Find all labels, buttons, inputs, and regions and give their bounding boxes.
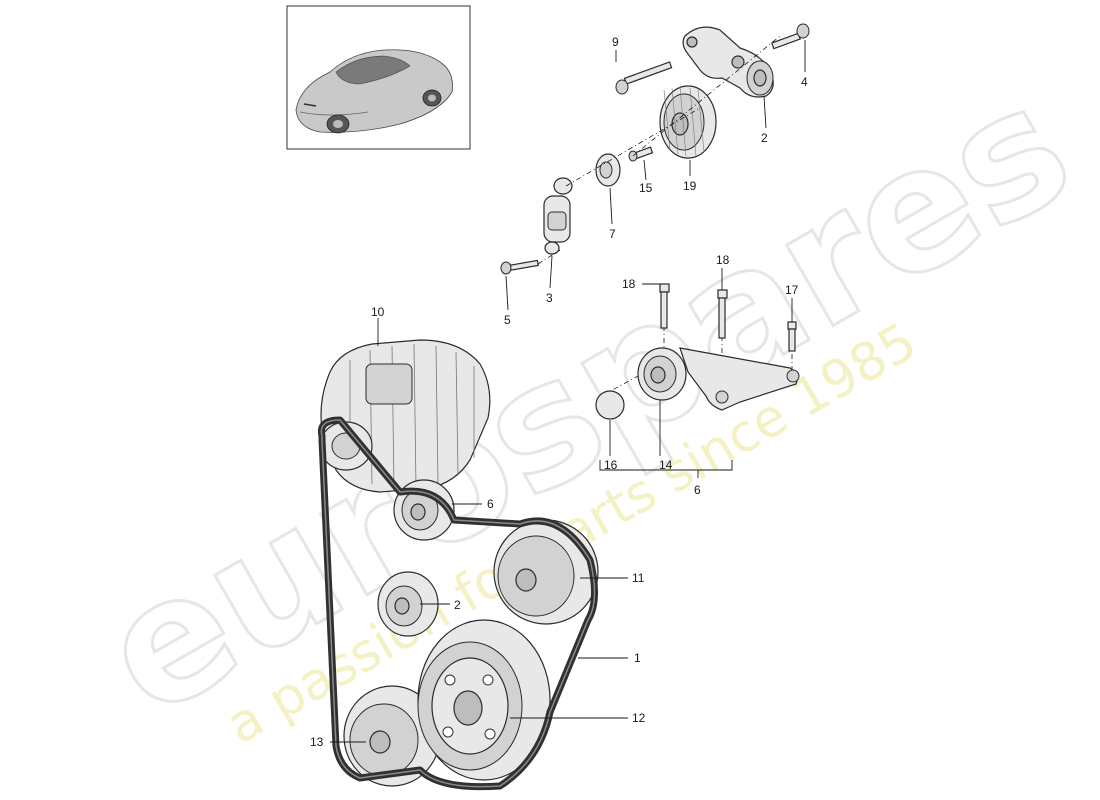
ac-compressor-pulley-part-11 [493, 519, 599, 625]
callout-19: 19 [683, 179, 697, 193]
callout-18-left: 18 [622, 277, 636, 291]
callout-18-right: 18 [716, 253, 730, 267]
bolt-part-15 [628, 146, 654, 162]
callout-4: 4 [801, 75, 808, 89]
belt-tensioner-damper-part-3 [543, 177, 573, 255]
callout-1: 1 [634, 651, 641, 665]
tensioner-pulley-part-6 [393, 479, 455, 541]
bolt-part-9 [615, 61, 673, 95]
leader-lines [330, 40, 806, 743]
watermark-brand: eurospares [72, 47, 1100, 756]
callout-2-pulley: 2 [454, 598, 461, 612]
water-pump-pulley-part-13 [343, 685, 441, 787]
idler-pulley-part-2 [377, 571, 439, 637]
group-bracket [599, 460, 733, 471]
callout-12: 12 [632, 711, 646, 725]
vehicle-thumbnail [286, 5, 471, 150]
car-illustration [295, 49, 453, 134]
bolt-part-18-right [717, 289, 728, 339]
callout-6-bracket: 6 [694, 483, 701, 497]
callout-6-pulley: 6 [487, 497, 494, 511]
callout-16: 16 [604, 458, 618, 472]
callout-9: 9 [612, 35, 619, 49]
callout-7: 7 [609, 227, 616, 241]
drive-belt-part-1 [317, 416, 598, 791]
idler-pulley-part-14 [637, 347, 687, 401]
callout-2-top: 2 [761, 131, 768, 145]
callout-15: 15 [639, 181, 653, 195]
callout-labels: 9 4 2 19 15 7 3 5 10 18 18 17 16 14 6 6 … [310, 35, 808, 749]
callout-11: 11 [632, 571, 645, 585]
idler-bracket-assembly-part-6 [679, 347, 800, 411]
watermark: eurospares a passion for parts since 198… [70, 45, 1100, 757]
bolt-part-18-left [659, 283, 670, 329]
tensioner-bracket-part-2 [682, 26, 774, 98]
bolt-part-17 [787, 321, 797, 352]
callout-17: 17 [785, 283, 799, 297]
callout-5: 5 [504, 313, 511, 327]
bolt-part-5 [500, 259, 539, 275]
cover-cap-part-7 [595, 153, 621, 187]
crankshaft-pulley-part-12 [417, 619, 551, 781]
cover-cap-part-16 [595, 390, 625, 420]
callout-13: 13 [310, 735, 324, 749]
bolt-part-4 [771, 23, 810, 50]
callout-3: 3 [546, 291, 553, 305]
callout-10: 10 [371, 305, 385, 319]
idler-pulley-part-19 [659, 85, 717, 159]
callout-14: 14 [659, 458, 673, 472]
alternator-part-10 [319, 339, 491, 493]
